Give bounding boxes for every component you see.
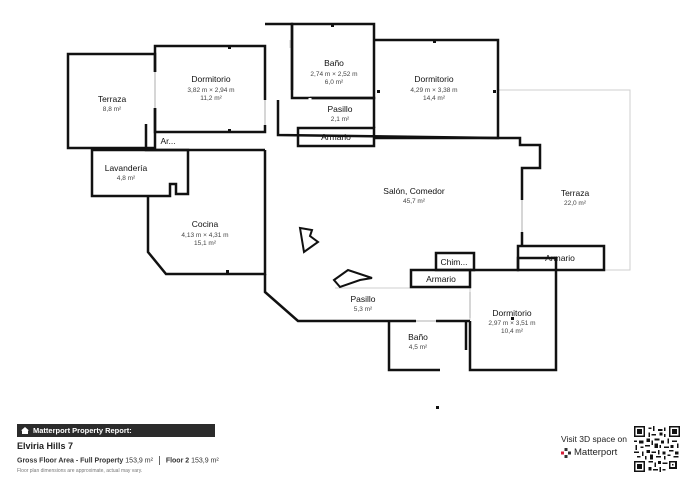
fixtures bbox=[298, 226, 373, 289]
room-pasillo-1-name: Pasillo bbox=[327, 104, 352, 114]
room-dormitorio-2-area: 14,4 m² bbox=[423, 95, 446, 102]
room-dormitorio-1-dims: 3,82 m × 2,94 m bbox=[187, 87, 234, 94]
matterport-link[interactable]: Matterport bbox=[561, 447, 617, 458]
room-pasillo-1-area: 2,1 m² bbox=[331, 116, 350, 123]
room-dormitorio-3-area: 10,4 m² bbox=[501, 328, 524, 335]
report-label: Matterport Property Report: bbox=[33, 426, 132, 435]
room-armario-1-name: Armario bbox=[321, 132, 351, 142]
room-bano-2-area: 4,5 m² bbox=[409, 344, 428, 351]
room-cocina-name: Cocina bbox=[192, 219, 219, 229]
property-name: Elviria Hills 7 bbox=[17, 441, 74, 451]
room-bano-2-name: Baño bbox=[408, 332, 428, 342]
room-armario-2-name: Armario bbox=[426, 274, 456, 284]
room-dormitorio-2-name: Dormitorio bbox=[414, 74, 453, 84]
room-lavanderia-name: Lavandería bbox=[105, 163, 148, 173]
floor-plan: Terraza 8,8 m² Dormitorio 3,82 m × 2,94 … bbox=[66, 22, 631, 409]
room-dormitorio-2-dims: 4,29 m × 3,38 m bbox=[410, 87, 457, 94]
room-cocina-area: 15,1 m² bbox=[194, 240, 217, 247]
room-cocina-dims: 4,13 m × 4,31 m bbox=[181, 232, 228, 239]
room-chim-name: Chim... bbox=[441, 257, 468, 267]
markers bbox=[226, 24, 514, 409]
room-dormitorio-1-name: Dormitorio bbox=[191, 74, 230, 84]
room-ar-name: Ar... bbox=[160, 136, 175, 146]
qr-code-icon[interactable] bbox=[634, 426, 680, 472]
room-pasillo-2-area: 5,3 m² bbox=[354, 306, 373, 313]
room-dormitorio-3-dims: 2,97 m × 3,51 m bbox=[488, 320, 535, 327]
room-bano-1-dims: 2,74 m × 2,52 m bbox=[310, 71, 357, 78]
room-lavanderia-area: 4,8 m² bbox=[117, 175, 136, 182]
room-terraza-2-area: 22,0 m² bbox=[564, 200, 587, 207]
room-labels: Terraza 8,8 m² Dormitorio 3,82 m × 2,94 … bbox=[98, 58, 590, 351]
floor-label: Floor 2 bbox=[165, 457, 190, 465]
gross-label: Gross Floor Area - Full Property bbox=[17, 457, 124, 465]
room-bano-1-name: Baño bbox=[324, 58, 344, 68]
report-header-bar: Matterport Property Report: bbox=[17, 424, 215, 437]
brand-name: Matterport bbox=[574, 447, 618, 458]
room-dormitorio-1-area: 11,2 m² bbox=[200, 95, 222, 102]
home-icon bbox=[21, 427, 29, 434]
room-salon-name: Salón, Comedor bbox=[383, 186, 445, 196]
area-summary: Gross Floor Area - Full Property 153,9 m… bbox=[17, 456, 219, 465]
door-marks bbox=[154, 72, 523, 322]
room-pasillo-2-name: Pasillo bbox=[350, 294, 375, 304]
divider bbox=[158, 456, 160, 465]
room-terraza-1-area: 8,8 m² bbox=[103, 106, 122, 113]
room-dormitorio-3-name: Dormitorio bbox=[492, 308, 531, 318]
floor-value: 153,9 m² bbox=[191, 457, 219, 465]
room-terraza-2-name: Terraza bbox=[561, 188, 590, 198]
room-armario-3-name: Armario bbox=[545, 253, 575, 263]
matterport-logo-icon bbox=[561, 447, 571, 458]
visit-text: Visit 3D space on bbox=[561, 434, 627, 444]
disclaimer: Floor plan dimensions are approximate, a… bbox=[17, 468, 143, 474]
room-salon-area: 45,7 m² bbox=[403, 198, 426, 205]
room-bano-1-area: 6,0 m² bbox=[325, 79, 344, 86]
gross-value: 153,9 m² bbox=[125, 457, 153, 465]
room-terraza-1-name: Terraza bbox=[98, 94, 127, 104]
